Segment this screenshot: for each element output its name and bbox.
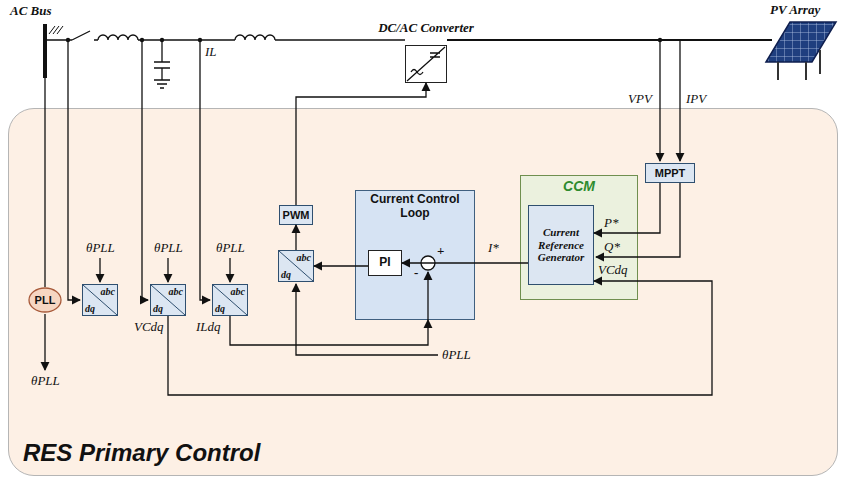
converter-symbol <box>407 47 445 81</box>
pi-controller: PI <box>368 250 402 276</box>
diagonal-line <box>213 285 247 315</box>
block-label: PWM <box>283 209 310 222</box>
pll-block: PLL <box>28 287 62 313</box>
ac-bus-bar <box>43 24 47 78</box>
signal-label: IPV <box>686 92 706 106</box>
signal-label: VPV <box>628 92 652 106</box>
feedback-wire <box>427 272 428 320</box>
switch-symbol <box>45 31 98 40</box>
summing-junction <box>421 256 435 270</box>
measurement-wire <box>68 40 80 300</box>
theta-arrow <box>44 314 45 370</box>
junction-dot <box>160 38 164 42</box>
current-reference-generator: Current Reference Generator <box>528 205 594 285</box>
transform-label: abc <box>231 285 247 297</box>
edge-label: I* <box>488 241 499 255</box>
junction-dot <box>658 38 662 42</box>
signal-label: IL <box>205 45 217 59</box>
bus-label: AC Bus <box>10 4 52 18</box>
junction-dot <box>140 38 144 42</box>
signal-label: θPLL <box>154 241 183 255</box>
dc-line <box>447 39 772 41</box>
block-title: CCM <box>563 178 595 194</box>
ccm-box: CCM Current Reference Generator <box>520 175 638 300</box>
signal-label: θPLL <box>442 348 471 362</box>
signal-label: VCdq <box>598 263 628 277</box>
junction-dot <box>66 38 70 42</box>
transform-label: abc <box>297 251 313 263</box>
transform-label: dq <box>279 269 291 281</box>
signal-connector <box>314 265 368 266</box>
transform-label: dq <box>213 303 225 315</box>
theta-arrow <box>99 258 100 282</box>
power-line <box>138 39 235 40</box>
pv-array-illustration <box>766 22 836 80</box>
edge-label: P* <box>604 216 618 230</box>
signal-label: θPLL <box>216 241 245 255</box>
abc-dq-transform: abcdq <box>278 250 314 282</box>
pv-voltage-wire <box>659 40 660 161</box>
transform-label: abc <box>101 285 117 297</box>
pll-ellipse <box>29 288 61 312</box>
signal-connector <box>402 262 528 263</box>
sign-label: + <box>437 244 444 258</box>
diagonal-line <box>83 285 117 315</box>
block-title: Current Control Loop <box>370 193 460 221</box>
mppt-block: MPPT <box>645 163 695 183</box>
abc-dq-transform: abcdq <box>82 284 118 316</box>
control-region: RES Primary ControlPLLabcdqabcdqabcdqabc… <box>8 108 838 476</box>
reference-wire <box>596 183 680 257</box>
block-label: MPPT <box>655 167 686 180</box>
sign-label: - <box>414 266 418 280</box>
transform-label: abc <box>169 285 185 297</box>
inductor-symbol <box>98 35 138 40</box>
signal-label: ILdq <box>196 320 221 334</box>
capacitor-symbol <box>154 40 170 88</box>
theta-arrow <box>167 258 168 282</box>
diagonal-line <box>279 251 313 281</box>
signal-connector <box>296 83 426 205</box>
transform-label: dq <box>83 303 95 315</box>
measurement-wire <box>200 40 210 300</box>
current-control-loop: Current Control LoopPI <box>355 190 475 320</box>
block-label: PLL <box>35 294 56 307</box>
signal-label: VCdq <box>134 320 164 334</box>
junction-dot <box>198 38 202 42</box>
block-title: DC/AC Converter <box>378 21 474 36</box>
inductor-symbol <box>235 35 275 40</box>
block-label: PI <box>379 256 390 270</box>
theta-arrow <box>229 258 230 282</box>
signal-label: θPLL <box>31 374 60 388</box>
signal-connector <box>230 316 428 345</box>
measurement-wire <box>142 40 148 300</box>
power-line <box>275 39 405 40</box>
abc-dq-transform: abcdq <box>150 284 186 316</box>
signal-label: θPLL <box>86 241 115 255</box>
block-label: Current Reference Generator <box>532 226 590 264</box>
illustration-label: PV Array <box>770 3 820 17</box>
bus-voltage-wire <box>44 78 45 287</box>
abc-dq-transform: abcdq <box>212 284 248 316</box>
pwm-block: PWM <box>279 205 313 225</box>
transform-label: dq <box>151 303 163 315</box>
converter-box: DC/AC Converter <box>405 45 447 83</box>
region-title: RES Primary Control <box>23 439 260 467</box>
diagonal-line <box>151 285 185 315</box>
signal-connector <box>295 225 296 250</box>
signal-connector <box>168 281 712 395</box>
signal-connector <box>594 183 660 233</box>
theta-arrow <box>296 284 438 355</box>
pv-current-wire <box>679 40 680 161</box>
three-phase-mark <box>49 26 63 34</box>
signal-label: Q* <box>604 240 620 254</box>
